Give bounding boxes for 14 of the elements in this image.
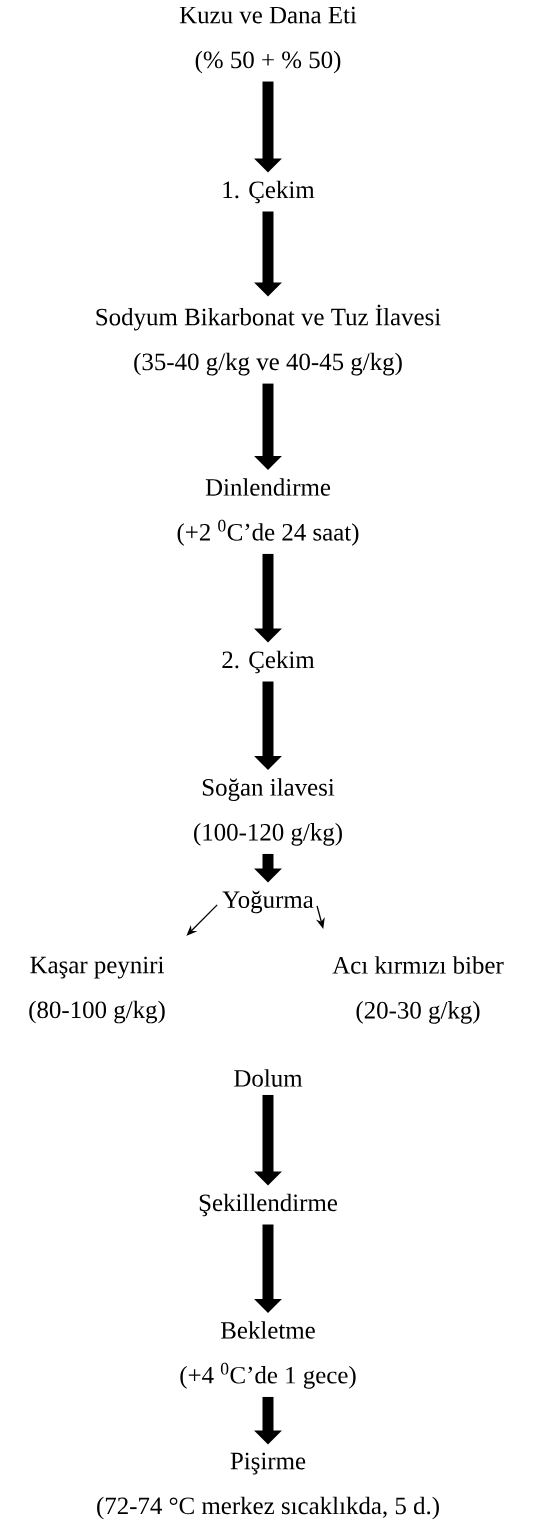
step-label: Kuzu ve Dana Eti (% 50 + % 50): [179, 6, 357, 74]
step-label: Dolum: [234, 1069, 303, 1087]
step-label: Şekillendirme: [199, 1193, 337, 1217]
step-label: Dinlendirme (+2 $^{0}$C’de 24 saat): [177, 478, 359, 546]
step-label: 2. Çekim: [222, 650, 315, 674]
step-label: Kaşar peyniri (80-100 g/kg): [29, 956, 165, 1024]
step-label: 1. Çekim: [223, 180, 315, 204]
step-label: Pişirme (72-74 °C merkez sıcaklıkda, 5 d.): [97, 1452, 439, 1520]
arrow: [186, 904, 218, 936]
step-label: Soğan ilavesi (100-120 g/kg): [194, 778, 342, 846]
step-label: Acı kırmızı biber (20-30 g/kg): [332, 956, 504, 1024]
step-label: Sodyum Bikarbonat ve Tuz İlavesi (35-40 g/kg ve 40-45 g/kg): [96, 304, 441, 376]
step-label: Bekletme (+4 $^{0}$C’de 1 gece): [180, 1321, 356, 1389]
step-label: Yoğurma: [222, 890, 314, 914]
